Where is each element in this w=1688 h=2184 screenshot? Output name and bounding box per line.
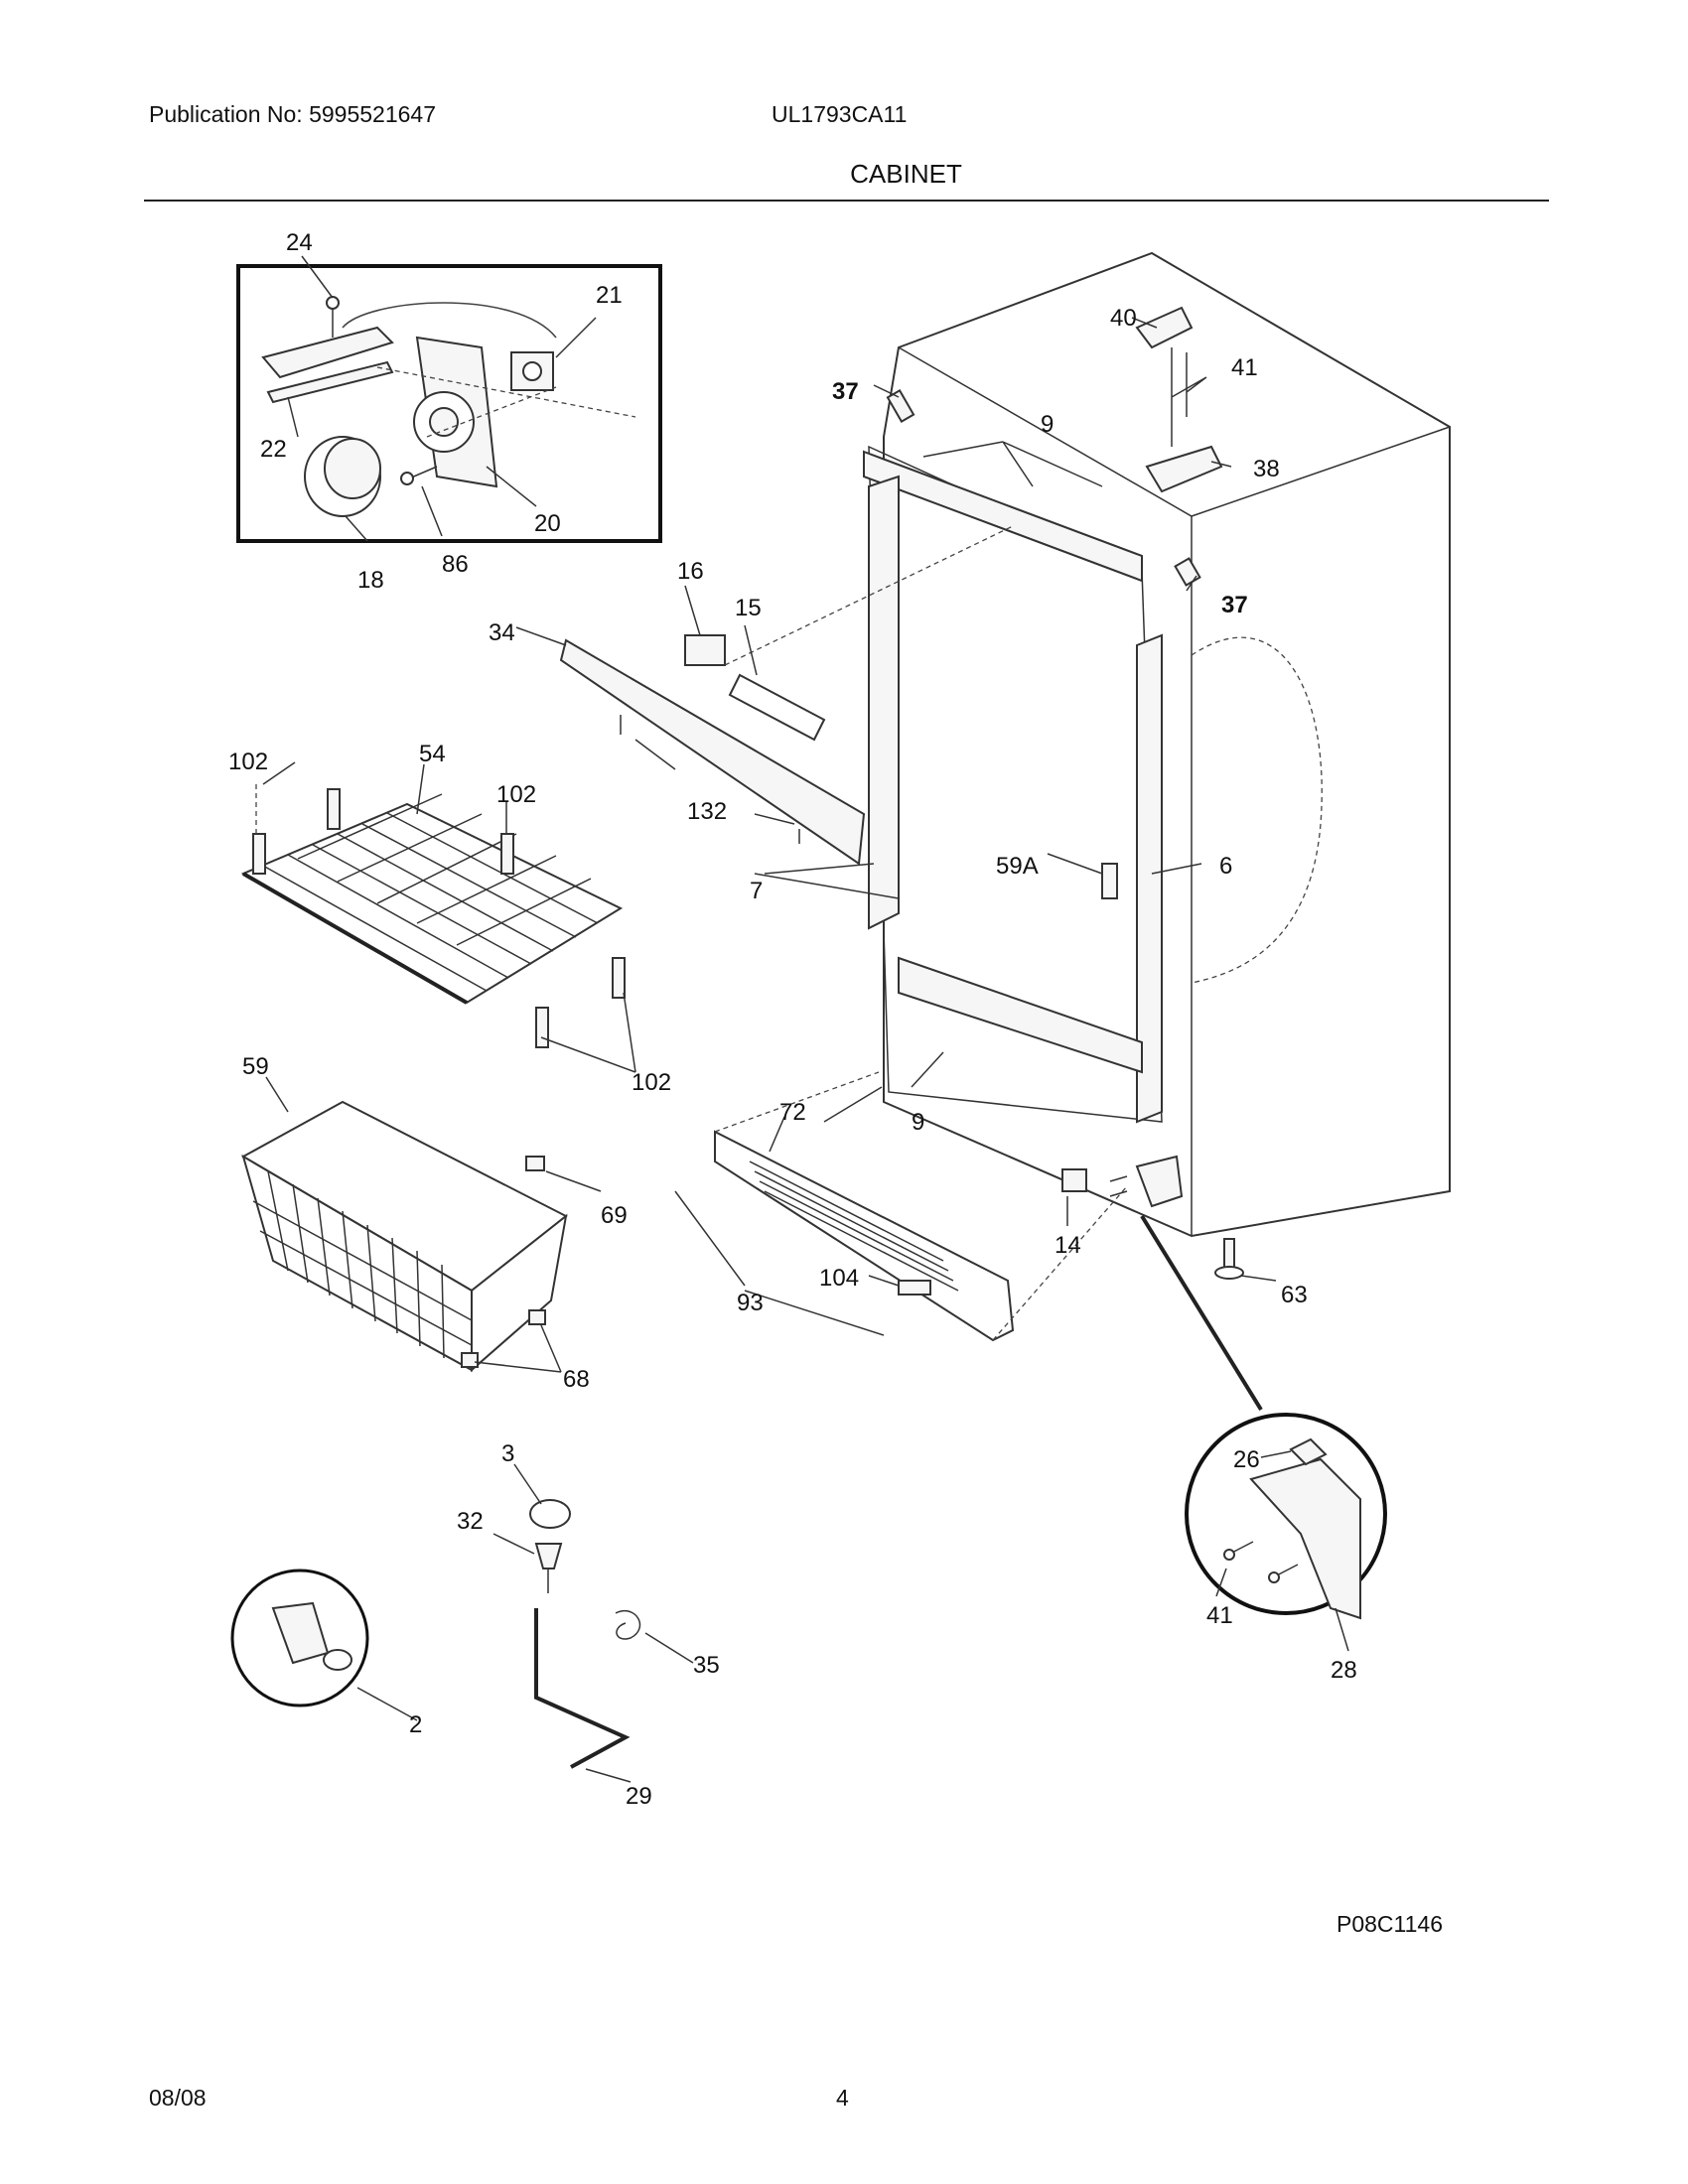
- callout-37-right: 37: [1221, 592, 1248, 618]
- callout-20: 20: [534, 510, 561, 537]
- hinge-28: [1249, 1457, 1361, 1620]
- socket-16: [684, 634, 726, 666]
- callout-86: 86: [442, 551, 469, 578]
- callout-3: 3: [501, 1440, 514, 1467]
- wire-shelf-54: [240, 784, 626, 1048]
- hinge-pin-26: [1289, 1437, 1328, 1466]
- basket-59: [240, 1100, 568, 1373]
- callout-15: 15: [735, 595, 762, 621]
- clip-102-a: [327, 788, 341, 830]
- bottom-hardware: [1061, 1155, 1263, 1412]
- bumper-68-b: [461, 1352, 479, 1368]
- drain-parts: [230, 1499, 641, 1769]
- control-inset: [236, 264, 662, 543]
- leader-lines: [262, 255, 1349, 1783]
- callout-9-top: 9: [1041, 411, 1054, 438]
- callout-7: 7: [750, 878, 763, 904]
- callout-29: 29: [626, 1783, 652, 1810]
- callout-63: 63: [1281, 1282, 1308, 1308]
- callout-26: 26: [1233, 1446, 1260, 1473]
- clip-102-d: [535, 1007, 549, 1048]
- top-hinge-38: [1145, 445, 1223, 493]
- callout-41-top: 41: [1231, 354, 1258, 381]
- publication-number: Publication No: 5995521647: [149, 101, 437, 127]
- callout-38: 38: [1253, 456, 1280, 482]
- light-shield-34: [559, 638, 866, 866]
- callout-16: 16: [677, 558, 704, 585]
- drain-tube-29: [534, 1608, 631, 1769]
- header-rule: [144, 200, 1549, 202]
- callout-40: 40: [1110, 305, 1137, 332]
- leveler-63: [1223, 1238, 1235, 1270]
- callout-labels: 24 21 22 20 18 86 16 15 34 132 37 37 9 4…: [228, 229, 1357, 1810]
- callout-18: 18: [357, 567, 384, 594]
- callout-34: 34: [489, 619, 515, 646]
- model-number: UL1793CA11: [772, 101, 908, 127]
- callout-6: 6: [1219, 853, 1232, 880]
- callout-59: 59: [242, 1053, 269, 1080]
- thermostat-21: [510, 351, 554, 391]
- diagram-code: P08C1146: [1336, 1911, 1443, 1937]
- callout-21: 21: [596, 282, 623, 309]
- bulb-15: [728, 673, 826, 742]
- callout-102-right: 102: [496, 781, 536, 808]
- gasket-top-9: [863, 450, 1143, 583]
- clip-102-c: [500, 833, 514, 875]
- clip-102-b: [252, 833, 266, 875]
- bracket-59A: [1101, 863, 1118, 899]
- callout-35: 35: [693, 1652, 720, 1679]
- callout-104: 104: [819, 1265, 859, 1292]
- bottom-hinge: [1135, 1155, 1184, 1208]
- callout-24: 24: [286, 229, 313, 256]
- callout-132: 132: [687, 798, 727, 825]
- callout-69: 69: [601, 1202, 628, 1229]
- clip-102-e: [612, 957, 626, 999]
- callout-93: 93: [737, 1290, 764, 1316]
- bumper-69: [525, 1156, 545, 1171]
- callout-28: 28: [1331, 1657, 1357, 1684]
- gasket-left-7: [868, 475, 900, 930]
- hinge-detail: [1185, 1413, 1387, 1620]
- callout-102-bottom: 102: [632, 1069, 671, 1096]
- gasket-bottom-9: [898, 956, 1143, 1074]
- callout-102-left: 102: [228, 749, 268, 775]
- light-assembly: [559, 525, 1014, 866]
- gasket-right-6: [1136, 633, 1163, 1124]
- drain-fitting-32: [534, 1543, 563, 1570]
- callout-54: 54: [419, 741, 446, 767]
- callout-37-top: 37: [832, 378, 859, 405]
- bumper-68-a: [528, 1309, 546, 1325]
- callout-32: 32: [457, 1508, 484, 1535]
- callout-2: 2: [409, 1711, 422, 1738]
- publication-date: 08/08: [149, 2085, 207, 2111]
- part-104: [898, 1280, 931, 1296]
- callout-9-bottom: 9: [912, 1109, 924, 1136]
- switch-14: [1061, 1168, 1087, 1192]
- callout-22: 22: [260, 436, 287, 463]
- kickplate-72: [714, 1071, 1128, 1342]
- plug-3: [529, 1499, 571, 1529]
- cabinet-body: [863, 251, 1451, 1238]
- clip-35: [615, 1610, 641, 1640]
- callout-72: 72: [779, 1099, 806, 1126]
- callout-14: 14: [1055, 1232, 1081, 1259]
- bracket-22: [261, 326, 394, 379]
- hinge-cover-40: [1135, 306, 1194, 349]
- section-title: CABINET: [850, 159, 962, 189]
- callout-68: 68: [563, 1366, 590, 1393]
- callout-41-detail: 41: [1206, 1602, 1233, 1629]
- callout-59A: 59A: [996, 853, 1039, 880]
- page-number: 4: [836, 2085, 849, 2111]
